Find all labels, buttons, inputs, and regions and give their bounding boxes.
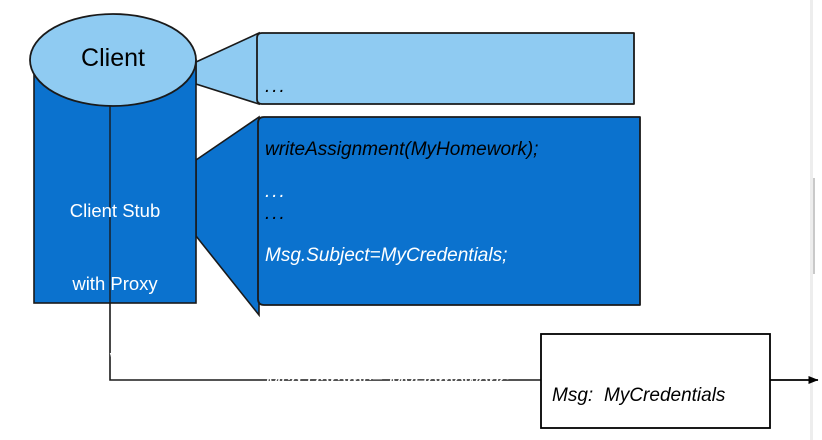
callout-stub-text: ... Msg.Subject=MyCredentials; Msg.Metho…	[265, 141, 637, 440]
slide-edge-strip	[810, 0, 813, 440]
callout-stub-line-1: ...	[265, 181, 287, 202]
message-box	[540, 333, 771, 429]
callout-application-text: ... writeAssignment(MyHomework); ...	[265, 36, 627, 264]
callout-stub-line-3: Msg.Method_Id=writeAssignment_Id;	[265, 308, 579, 330]
callout-box-stub	[257, 116, 641, 306]
callout-stub-line-4: Msg.Params= MyHomework;	[265, 372, 510, 394]
callout-application-line-1: ...	[265, 76, 287, 97]
stub-node-label: Client Stub with Proxy (here without PEP…	[30, 150, 200, 440]
message-box-text: Msg:MyCredentials writeAssignment_Id MyH…	[552, 344, 770, 440]
callout-stub-line-2: Msg.Subject=MyCredentials;	[265, 244, 508, 266]
callout-stub-line-5: send(Server, Msg);	[265, 434, 637, 440]
stub-label-line-2: with Proxy	[72, 273, 158, 295]
message-value-1: MyCredentials	[604, 385, 726, 406]
client-ellipse	[29, 13, 197, 107]
slide-edge-tick	[813, 178, 815, 274]
client-node-label: Client	[81, 44, 145, 72]
callout-tail-stub	[195, 115, 260, 318]
callout-application-line-2: writeAssignment(MyHomework);	[265, 139, 539, 161]
stub-label-line-4: PEP and PDP)	[53, 419, 177, 440]
message-row-1: Msg: MyCredentials	[552, 382, 770, 410]
stub-label-line-1: Client Stub	[69, 199, 161, 221]
callout-application-line-3: ...	[265, 202, 287, 224]
callout-box-application	[256, 32, 635, 105]
message-key-label: Msg:	[552, 385, 594, 406]
callout-tail-application	[195, 31, 260, 106]
stub-label-line-3: (here without	[61, 346, 169, 368]
